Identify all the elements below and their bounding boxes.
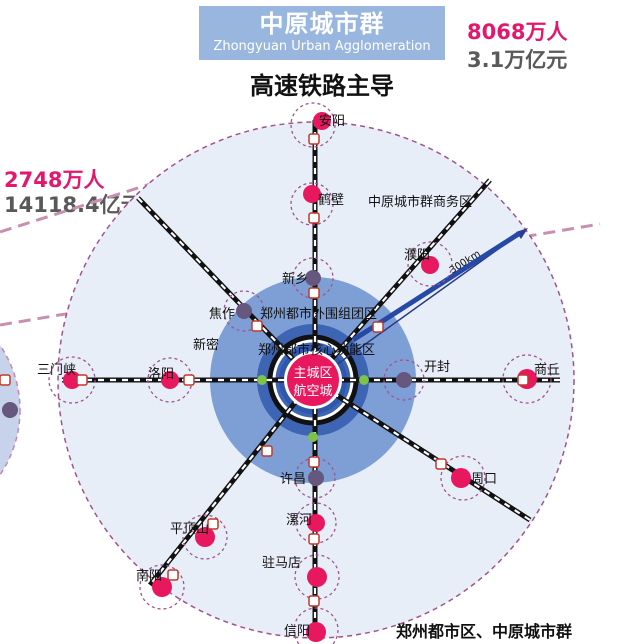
- subtitle: 高速铁路主导: [250, 72, 394, 100]
- city-label-jiaozuo: 焦作: [209, 307, 235, 322]
- station-markers: [0, 133, 529, 607]
- city-label-luoyang: 洛阳: [148, 367, 174, 382]
- city-label-nanyang: 南阳: [136, 568, 162, 584]
- inner-population: 2748万人: [4, 168, 105, 192]
- city-label-xinyang: 信阳: [284, 624, 310, 639]
- title-english: Zhongyuan Urban Agglomeration: [213, 39, 431, 54]
- center-city: [287, 354, 339, 406]
- title-chinese: 中原城市群: [259, 10, 385, 38]
- city-label-xuchang: 许昌: [280, 472, 306, 487]
- label-metro-periphery: 郑州都市外围组团区: [260, 306, 377, 322]
- label-outer-business-zone: 中原城市群商务区: [368, 194, 472, 210]
- city-label-luohe: 漯河: [286, 513, 312, 528]
- city-label-xinxiang: 新乡: [282, 271, 308, 287]
- city-label-xinmi: 新密: [193, 337, 219, 353]
- city-label-sanmenxia: 三门峡: [37, 363, 76, 378]
- label-center-line1: 主城区: [293, 366, 332, 381]
- city-label-puyang: 濮阳: [404, 248, 430, 263]
- city-label-kaifeng: 开封: [424, 360, 450, 375]
- city-label-anyang: 安阳: [319, 114, 345, 129]
- label-center-line2: 航空城: [293, 383, 332, 399]
- outer-population: 8068万人: [467, 20, 568, 44]
- city-label-pingdingshan: 平顶山: [170, 522, 209, 537]
- outer-gdp: 3.1万亿元: [467, 48, 568, 72]
- title-banner: 中原城市群 Zhongyuan Urban Agglomeration: [199, 6, 445, 60]
- radius-arrowhead: [516, 228, 528, 239]
- footer-caption: 郑州都市区、中原城市群: [396, 622, 573, 641]
- junction-dots: [257, 375, 369, 442]
- city-label-zhoukou: 周口: [471, 472, 497, 487]
- label-metro-core: 郑州都市核心功能区: [258, 342, 375, 358]
- city-label-zhumadian: 驻马店: [262, 556, 301, 571]
- city-label-shangqiu: 商丘: [534, 363, 560, 378]
- city-label-hebi: 鹤壁: [318, 192, 344, 208]
